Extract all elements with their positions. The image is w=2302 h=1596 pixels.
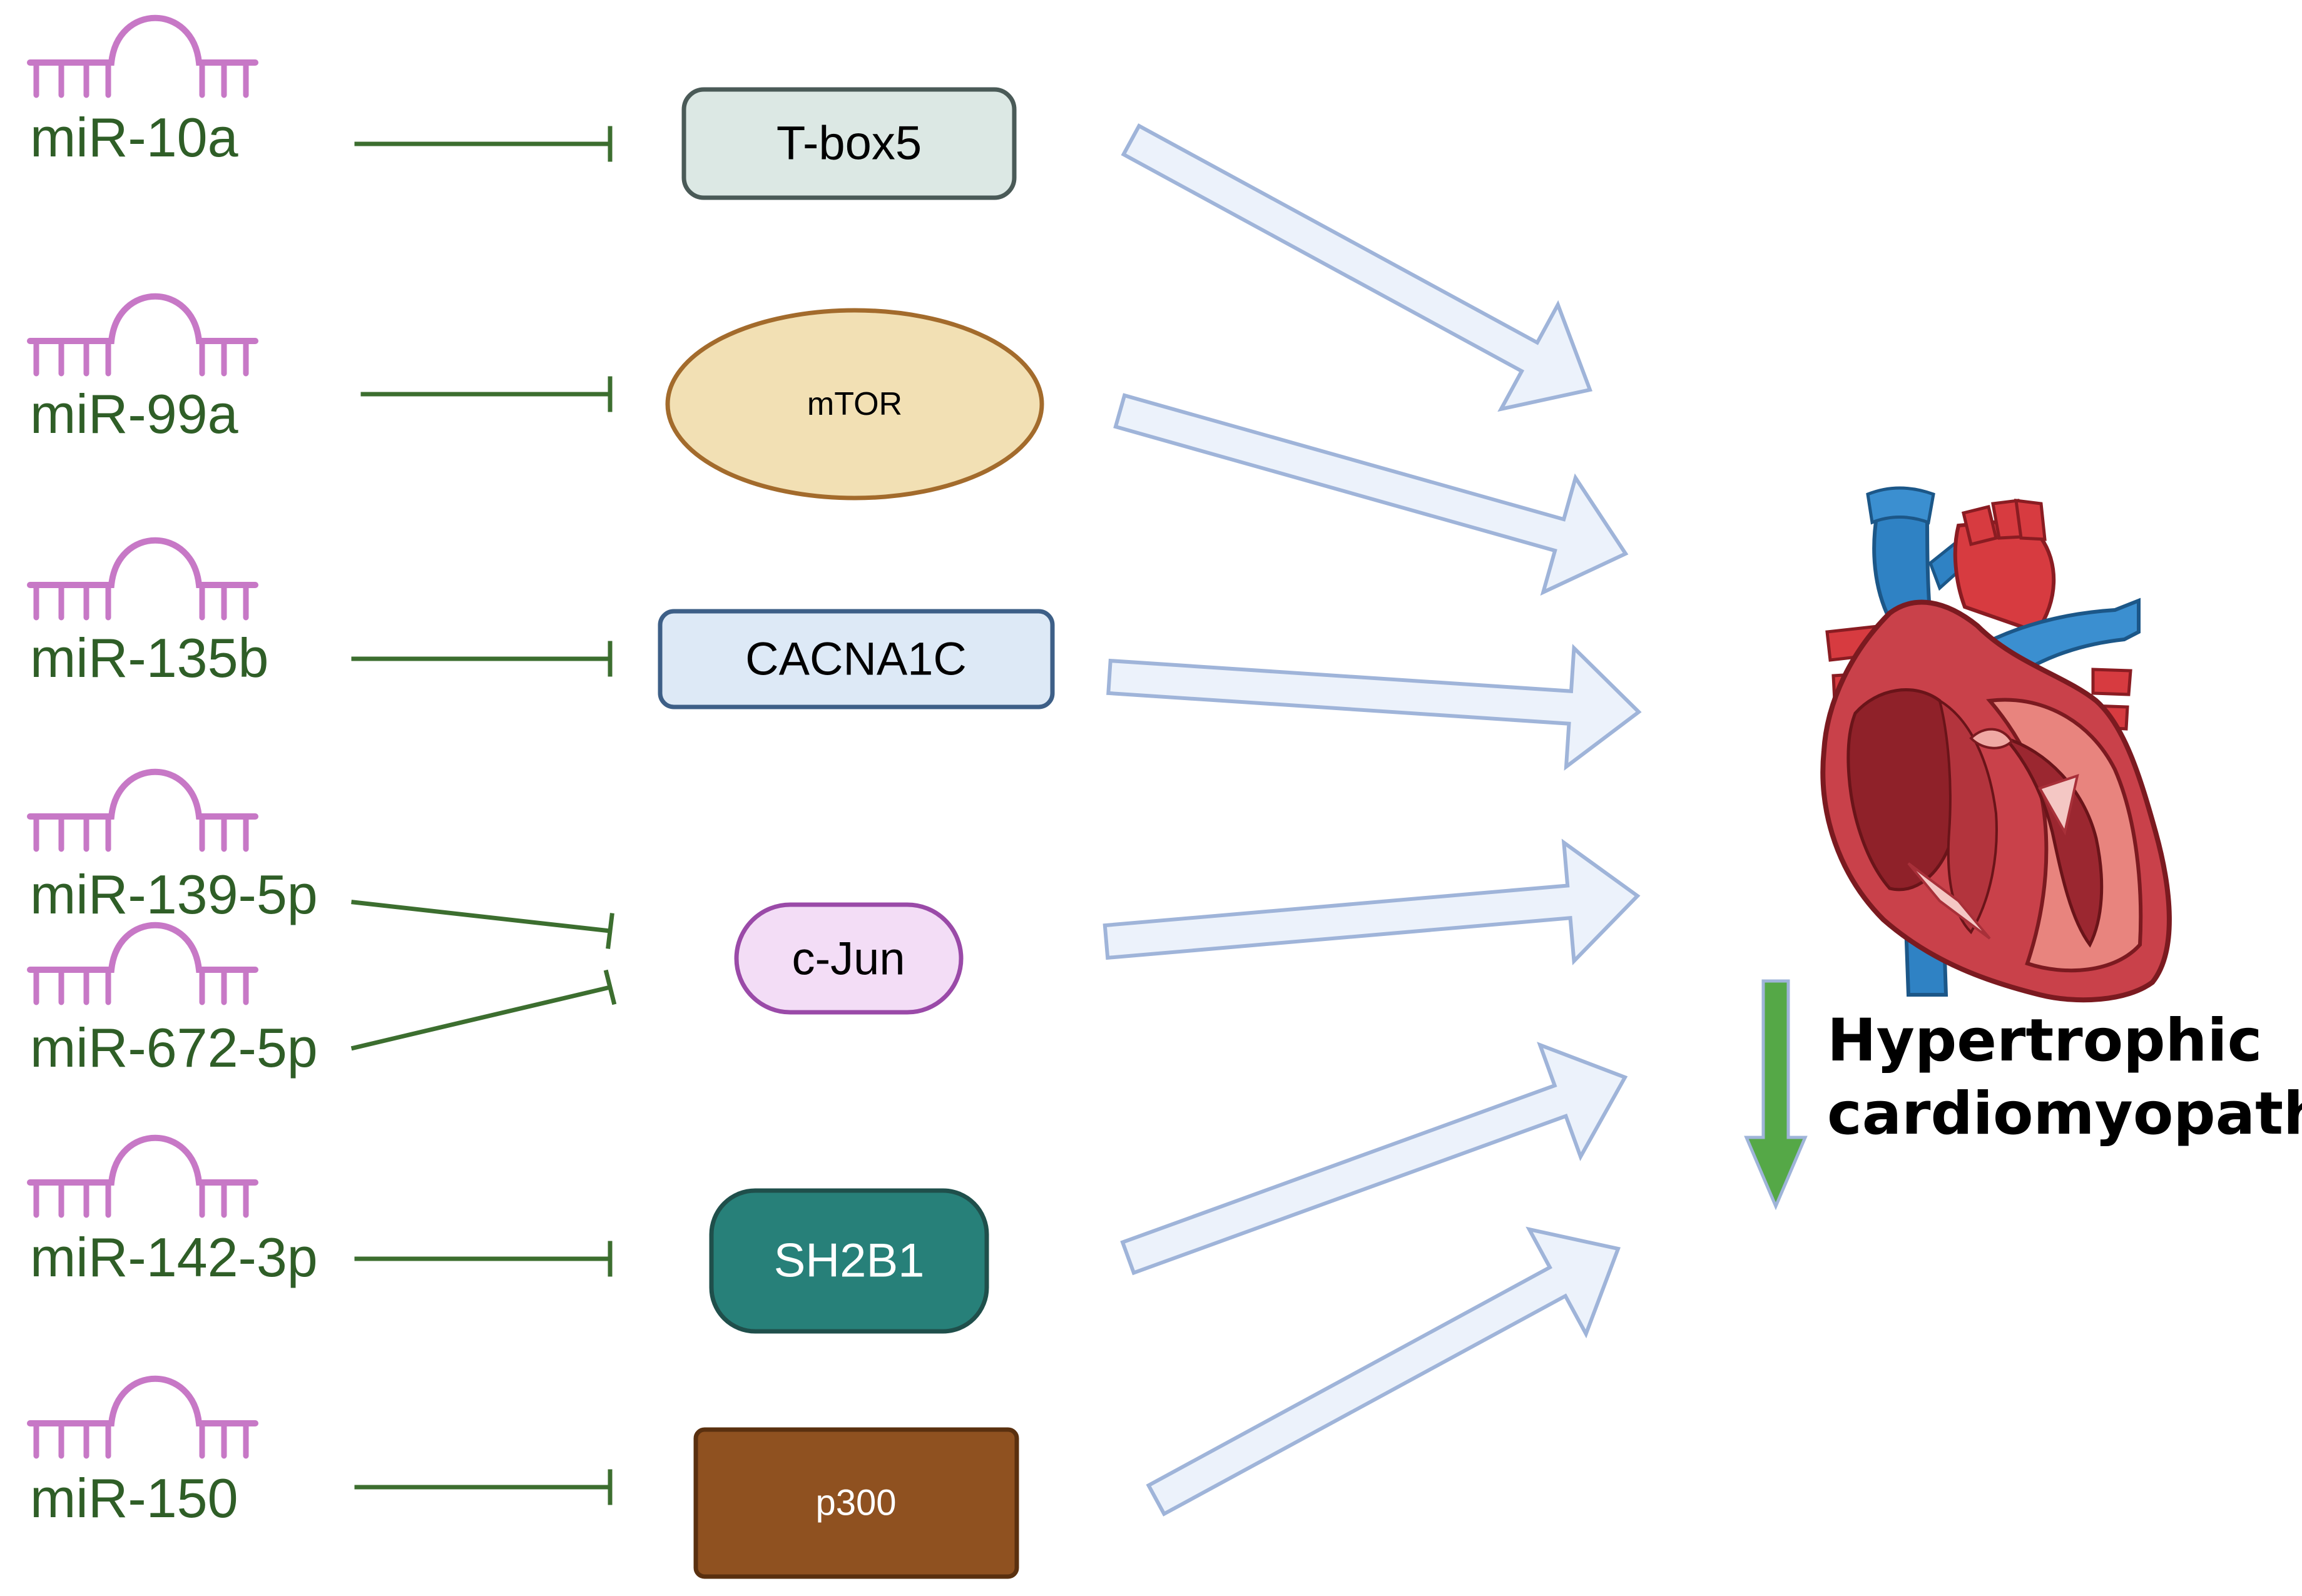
outcome-label-line1: Hypertrophic	[1827, 1007, 2262, 1075]
mirna-hairpin-icon	[30, 297, 255, 374]
activation-arrow-cjun	[1103, 838, 1641, 965]
mirna-group-150: miR-150	[30, 1379, 255, 1529]
mirna-label: miR-672-5p	[30, 1017, 318, 1079]
inhibition-edge-142-3p	[354, 1241, 613, 1277]
mirna-hairpin-icon	[30, 772, 255, 849]
mirna-hairpin-icon	[30, 18, 255, 95]
target-label: CACNA1C	[745, 633, 967, 685]
mirna-hairpin-icon	[30, 925, 255, 1002]
target-label: SH2B1	[774, 1234, 925, 1288]
mirna-label: miR-139-5p	[30, 863, 318, 925]
down-arrow-icon	[1744, 979, 1808, 1211]
activation-arrow-cacna1c	[1106, 644, 1642, 771]
outcome-label-line2: cardiomyopathy	[1827, 1080, 2302, 1148]
target-label: c-Jun	[792, 933, 905, 985]
mirna-group-142-3p: miR-142-3p	[30, 1138, 318, 1288]
activation-arrow-tbox5	[1121, 123, 1593, 412]
mirna-group-139-5p: miR-139-5p	[30, 772, 318, 925]
target-label: mTOR	[807, 386, 902, 422]
inhibition-edge-150	[354, 1469, 613, 1505]
heart-anatomy-icon	[1820, 486, 2172, 1003]
target-node-p300: p300	[693, 1427, 1019, 1579]
activation-arrow-mtor	[1113, 393, 1629, 596]
inhibition-edge-99a	[360, 376, 613, 412]
mirna-group-99a: miR-99a	[30, 297, 255, 445]
inhibition-edge-139-5p	[351, 900, 614, 949]
inhibition-edge-672-5p	[350, 969, 617, 1051]
activation-arrow-p300	[1146, 1226, 1621, 1517]
target-node-cacna1c: CACNA1C	[658, 609, 1055, 709]
mirna-label: miR-142-3p	[30, 1226, 318, 1288]
target-label: T-box5	[777, 117, 922, 170]
target-label: p300	[815, 1483, 896, 1523]
inhibition-edge-10a	[354, 126, 613, 162]
mirna-hairpin-icon	[30, 1379, 255, 1456]
mirna-group-672-5p: miR-672-5p	[30, 925, 318, 1079]
mirna-group-10a: miR-10a	[30, 18, 255, 168]
mirna-hairpin-icon	[30, 1138, 255, 1215]
inhibition-edges	[350, 126, 617, 1505]
mirna-label: miR-135b	[30, 627, 268, 689]
target-node-tbox5: T-box5	[681, 87, 1017, 200]
mirna-label: miR-10a	[30, 106, 238, 168]
mirna-label: miR-99a	[30, 383, 238, 445]
mirna-label: miR-150	[30, 1467, 238, 1529]
target-node-cjun: c-Jun	[734, 902, 964, 1015]
target-node-sh2b1: SH2B1	[709, 1188, 989, 1334]
inhibition-edge-135b	[351, 641, 613, 677]
target-node-mtor: mTOR	[665, 308, 1044, 501]
activation-arrows	[1103, 123, 1642, 1517]
activation-arrow-sh2b1	[1120, 1042, 1628, 1276]
mirna-hairpin-icon	[30, 541, 255, 618]
mirna-group-135b: miR-135b	[30, 541, 268, 689]
